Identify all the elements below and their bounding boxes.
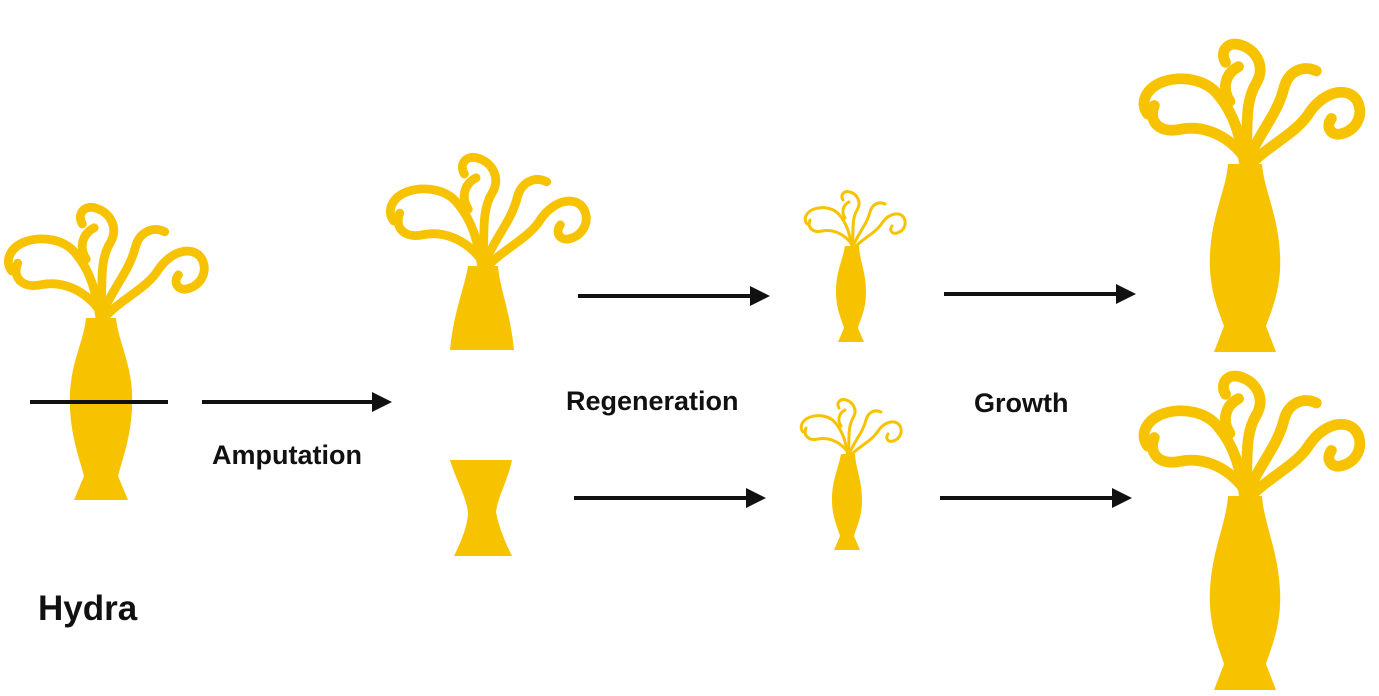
hydra-polyp-icon xyxy=(1144,376,1360,498)
hydra-label: Hydra xyxy=(38,589,138,628)
hydra-foot-fragment xyxy=(450,460,512,556)
grown-hydra-bottom xyxy=(1144,376,1360,690)
amputation-label: Amputation xyxy=(212,440,362,470)
regenerated-hydra-top-body xyxy=(836,246,866,342)
grown-hydra-bottom-body xyxy=(1209,496,1281,690)
grown-hydra-top xyxy=(1144,44,1360,352)
grown-hydra-top-body xyxy=(1209,164,1281,352)
hydra-polyp-icon xyxy=(799,398,903,458)
regenerated-hydra-bottom xyxy=(799,398,903,550)
hydra-polyp-icon xyxy=(390,157,586,268)
right-arrow-icon xyxy=(202,392,392,412)
right-arrow-icon xyxy=(578,286,770,306)
regeneration-label: Regeneration xyxy=(566,386,739,416)
regenerated-hydra-top xyxy=(803,190,907,342)
hydra-head-fragment xyxy=(390,157,586,350)
hydra-polyp-icon xyxy=(8,207,204,318)
right-arrow-icon xyxy=(574,488,766,508)
hydra-head-body xyxy=(450,266,514,350)
hydra-polyp-icon xyxy=(1144,44,1360,166)
hydra-whole xyxy=(8,207,204,500)
hydra-body xyxy=(69,318,133,500)
right-arrow-icon xyxy=(940,488,1132,508)
growth-label: Growth xyxy=(974,388,1069,418)
right-arrow-icon xyxy=(944,284,1136,304)
regenerated-hydra-bottom-body xyxy=(832,454,862,550)
hydra-polyp-icon xyxy=(803,190,907,250)
